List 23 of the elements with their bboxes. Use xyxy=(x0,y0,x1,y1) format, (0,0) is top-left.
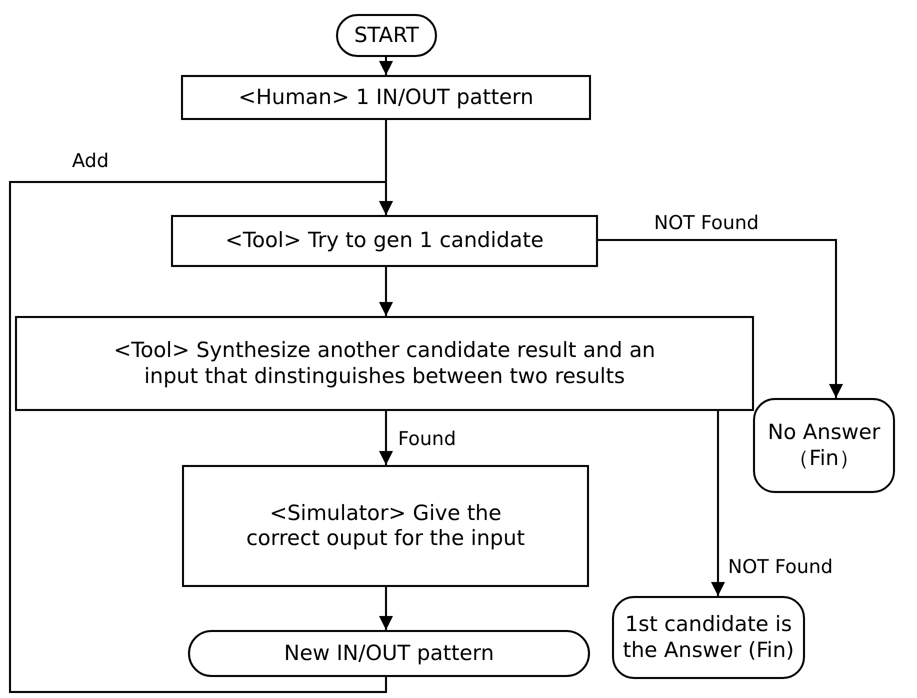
process-box xyxy=(15,316,754,411)
end-terminal xyxy=(612,596,805,679)
node-label: <Simulator> Give the correct ouput for the input xyxy=(245,500,526,552)
node-label: START xyxy=(354,22,419,48)
node-label: 1st candidate is the Answer (Fin) xyxy=(622,612,796,663)
arrow xyxy=(711,411,725,596)
process-box xyxy=(182,465,589,587)
process-box xyxy=(171,215,598,267)
arrow xyxy=(379,57,393,75)
arrow xyxy=(379,267,393,316)
start-terminal xyxy=(336,14,437,57)
arrow xyxy=(379,587,393,630)
node-label: <Human> 1 IN/OUT pattern xyxy=(238,84,534,110)
node-label: New IN/OUT pattern xyxy=(284,640,494,666)
arrow xyxy=(9,181,393,693)
process-box xyxy=(181,75,591,120)
arrow xyxy=(379,411,393,465)
node-label: No Answer （Fin） xyxy=(766,420,882,471)
end-terminal xyxy=(753,398,895,493)
node-label: <Tool> Synthesize another candidate result and an input that dinstinguishes between two results xyxy=(112,338,656,389)
node-label: <Tool> Try to gen 1 candidate xyxy=(225,228,544,254)
terminal xyxy=(188,630,590,677)
arrow xyxy=(598,239,843,398)
